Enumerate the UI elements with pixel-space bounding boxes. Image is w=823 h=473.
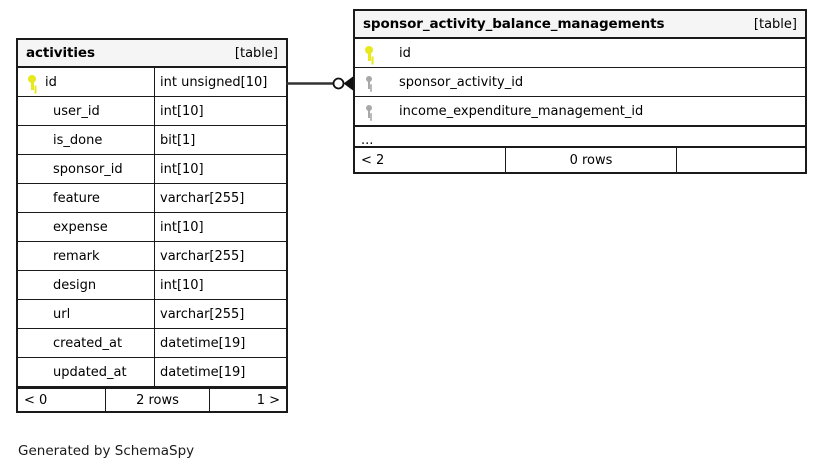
column-name: created_at: [53, 335, 123, 351]
column-name-cell: design: [18, 271, 155, 299]
table-type-tag: [table]: [234, 45, 278, 61]
column-name-cell: created_at: [18, 329, 155, 357]
column-name-cell: feature: [18, 184, 155, 212]
table-type-tag: [table]: [753, 16, 797, 32]
primary-key-icon: [361, 44, 377, 62]
table-row[interactable]: design int[10]: [18, 271, 286, 300]
table-footer-activities: < 0 2 rows 1 >: [18, 387, 286, 411]
column-type: int[10]: [160, 219, 204, 235]
column-name: is_done: [53, 132, 103, 148]
column-name-cell: remark: [18, 242, 155, 270]
column-name: expense: [53, 219, 108, 235]
next-page-button[interactable]: [677, 148, 805, 172]
table-row[interactable]: is_done bit[1]: [18, 126, 286, 155]
column-name: feature: [53, 190, 100, 206]
column-name-cell: sponsor_activity_id: [355, 68, 805, 96]
column-type: varchar[255]: [160, 190, 245, 206]
column-name-cell: id: [355, 39, 805, 67]
column-type: bit[1]: [160, 132, 196, 148]
column-type: varchar[255]: [160, 306, 245, 322]
table-row[interactable]: remark varchar[255]: [18, 242, 286, 271]
table-activities[interactable]: activities [table] id int unsigned[10] u…: [16, 38, 288, 413]
table-row[interactable]: id: [355, 39, 805, 68]
table-footer-sponsor-activity-balance-managements: < 2 0 rows: [355, 148, 805, 172]
column-type: int[10]: [160, 277, 204, 293]
table-row[interactable]: id int unsigned[10]: [18, 68, 286, 97]
column-name-cell: income_expenditure_management_id: [355, 97, 805, 125]
table-row[interactable]: url varchar[255]: [18, 300, 286, 329]
column-name-cell: updated_at: [18, 358, 155, 386]
table-row[interactable]: feature varchar[255]: [18, 184, 286, 213]
prev-page-button[interactable]: < 2: [355, 148, 506, 172]
crows-foot-many-icon: [343, 76, 353, 91]
column-name: design: [53, 277, 97, 293]
column-name-cell: id: [18, 68, 155, 96]
column-name: url: [53, 306, 71, 322]
foreign-key-icon: [361, 73, 377, 91]
column-type: varchar[255]: [160, 248, 245, 264]
table-row[interactable]: updated_at datetime[19]: [18, 358, 286, 387]
relationship-connector-activities-to-sponsor-activity-balance-managements[interactable]: [286, 70, 356, 98]
next-page-button[interactable]: 1 >: [256, 392, 280, 408]
table-name: activities: [26, 45, 95, 61]
generated-by-caption: Generated by SchemaSpy: [18, 443, 195, 459]
prev-page-button[interactable]: < 0: [18, 389, 106, 411]
table-row[interactable]: created_at datetime[19]: [18, 329, 286, 358]
foreign-key-icon: [361, 102, 377, 120]
row-count-label: 0 rows: [506, 148, 677, 172]
column-type: int unsigned[10]: [160, 74, 268, 90]
column-type: int[10]: [160, 103, 204, 119]
column-name-cell: user_id: [18, 97, 155, 125]
column-type: int[10]: [160, 161, 204, 177]
column-name: id: [399, 45, 411, 61]
more-columns-indicator: ...: [355, 126, 805, 148]
column-name: sponsor_activity_id: [399, 74, 524, 90]
column-name: updated_at: [53, 364, 127, 380]
column-name-cell: sponsor_id: [18, 155, 155, 183]
table-row[interactable]: user_id int[10]: [18, 97, 286, 126]
column-name: income_expenditure_management_id: [399, 103, 644, 119]
column-name: sponsor_id: [53, 161, 123, 177]
table-name: sponsor_activity_balance_managements: [363, 16, 665, 32]
column-name-cell: is_done: [18, 126, 155, 154]
column-name-cell: expense: [18, 213, 155, 241]
column-name: id: [45, 74, 57, 90]
table-row[interactable]: sponsor_id int[10]: [18, 155, 286, 184]
table-row[interactable]: sponsor_activity_id: [355, 68, 805, 97]
table-row[interactable]: expense int[10]: [18, 213, 286, 242]
column-type: datetime[19]: [160, 335, 246, 351]
table-header-sponsor-activity-balance-managements: sponsor_activity_balance_managements [ta…: [355, 11, 805, 39]
table-row[interactable]: income_expenditure_management_id: [355, 97, 805, 126]
primary-key-icon: [24, 73, 40, 91]
column-type: datetime[19]: [160, 364, 246, 380]
column-name: user_id: [53, 103, 100, 119]
zero-cardinality-circle-icon: [332, 77, 345, 90]
table-header-activities: activities [table]: [18, 40, 286, 68]
row-count-label: 2 rows: [106, 389, 210, 411]
column-name-cell: url: [18, 300, 155, 328]
column-name: remark: [53, 248, 100, 264]
table-sponsor-activity-balance-managements[interactable]: sponsor_activity_balance_managements [ta…: [353, 9, 807, 174]
